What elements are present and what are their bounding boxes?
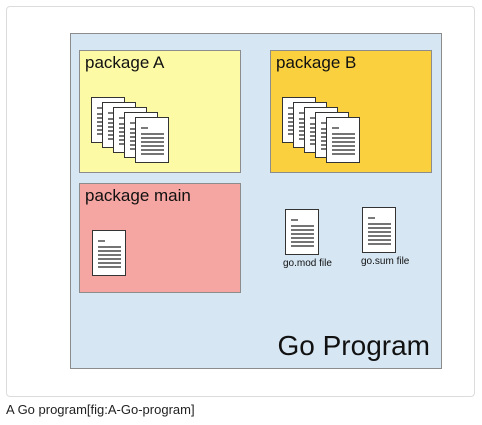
- go-mod-file-icon: [285, 209, 319, 255]
- file-icon: [135, 117, 169, 163]
- file-icon: [92, 230, 126, 276]
- package-main-box: package main: [79, 183, 241, 293]
- package-a-box: package A: [79, 50, 241, 173]
- package-a-label: package A: [85, 53, 165, 72]
- go-program-label: Go Program: [277, 330, 431, 361]
- figure-caption: A Go program[fig:A-Go-program]: [6, 402, 195, 417]
- go-sum-file-icon: [362, 207, 396, 253]
- figure-frame: package A package B package main go.mod …: [6, 6, 475, 397]
- go-program-box: package A package B package main go.mod …: [70, 33, 442, 369]
- package-main-label: package main: [85, 186, 191, 205]
- go-mod-file-label: go.mod file: [283, 258, 332, 269]
- go-sum-file-label: go.sum file: [361, 256, 410, 267]
- package-b-label: package B: [276, 53, 357, 72]
- file-icon: [326, 117, 360, 163]
- package-b-box: package B: [270, 50, 432, 173]
